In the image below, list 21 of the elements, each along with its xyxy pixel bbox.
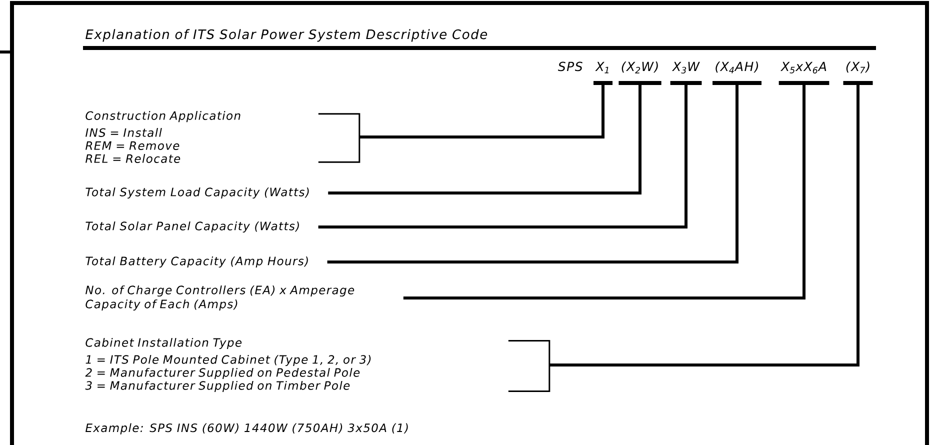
leader-line: [328, 83, 642, 194]
code-segment: (X$_{2}$W): [618, 62, 662, 85]
example-text: Example: SPS INS (60W) 1440W (750AH) 3x50A (1): [86, 423, 408, 434]
leader-line: [359, 83, 604, 138]
code-segment: X$_{5}$xX$_{6}$A: [778, 62, 830, 85]
description-text: Total Solar Panel Capacity (Watts): [86, 221, 299, 233]
leader-line: [318, 83, 688, 228]
leader-line: [327, 83, 738, 264]
leader-line: [549, 83, 860, 366]
code-prefix: SPS: [558, 62, 582, 72]
leader-line: [403, 83, 806, 300]
description-text: Total System Load Capacity (Watts): [86, 187, 309, 199]
code-segment: (X$_{7}$): [843, 62, 873, 85]
description-text: Cabinet Installation Type 1 = ITS Pole Mounted Cabinet (Type 1, 2, or 3) 2 = Manufacturer Supplied on Pedestal Pole 3 = Manufacturer Supplied on Timber Pole: [85, 338, 550, 392]
title: Explanation of ITS Solar Power System Descriptive Code: [86, 29, 488, 42]
description-text: No. of Charge Controllers (EA) x Amperage Capacity of Each (Amps): [86, 285, 354, 311]
description-text: Construction Application INS = Install REM = Remove REL = Relocate: [86, 111, 360, 163]
code-segment: X$_{3}$W: [670, 62, 702, 85]
code-segment: X$_{1}$: [594, 62, 613, 85]
code-segment: (X$_{4}$AH): [712, 62, 762, 85]
description-text: Total Battery Capacity (Amp Hours): [86, 256, 308, 268]
